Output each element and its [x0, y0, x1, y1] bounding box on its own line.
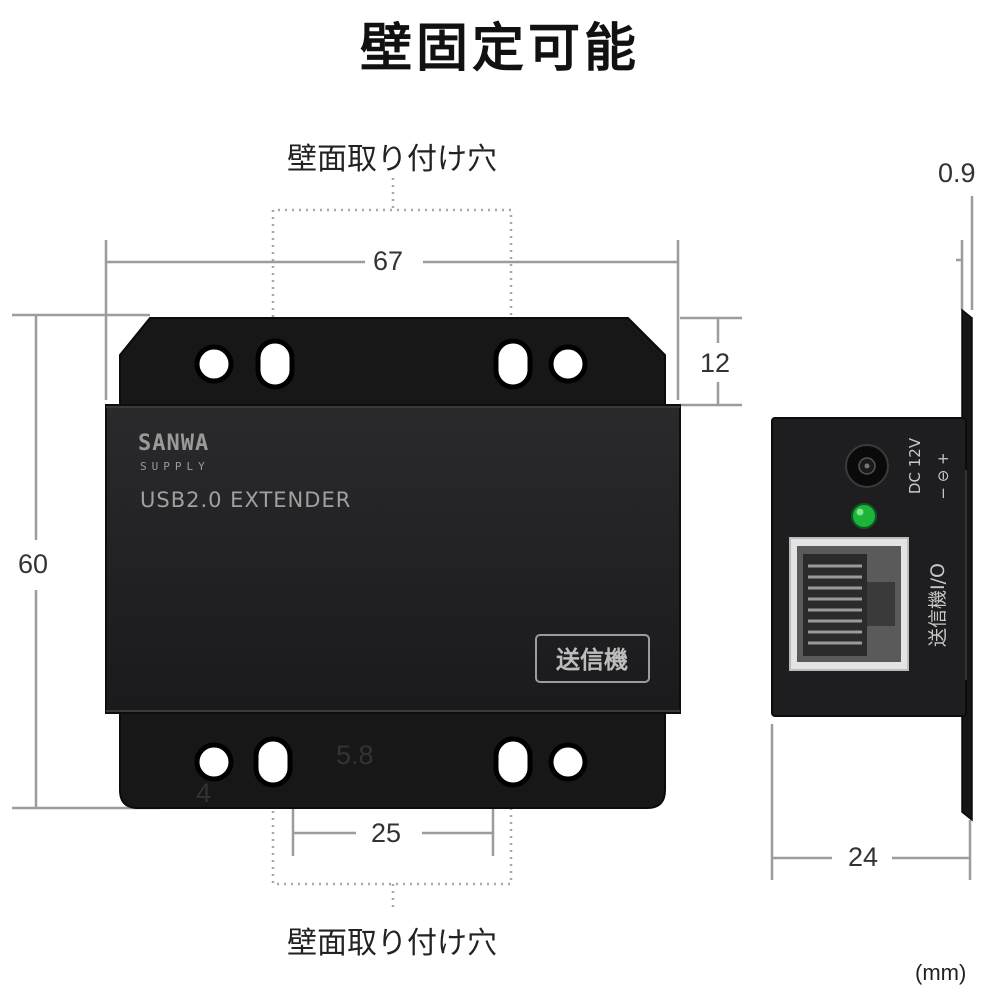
dc-polarity-icon: − ⊖ +	[934, 452, 952, 499]
power-jack-icon	[845, 444, 889, 488]
dim-slot-4: 4	[196, 778, 212, 808]
device-body	[105, 404, 681, 714]
power-label: DC 12V	[906, 437, 924, 494]
led-indicator-icon	[851, 503, 877, 529]
dim-thickness-0-9: 0.9	[938, 158, 976, 188]
bottom-mounting-hole-caption: 壁面取り付け穴	[287, 926, 497, 961]
badge-frame	[535, 634, 650, 683]
top-left-round-hole	[194, 344, 234, 384]
dim-pitch-25: 25	[371, 818, 402, 848]
model-name: USB2.0 EXTENDER	[140, 488, 351, 512]
top-right-slot-hole	[493, 338, 533, 390]
dim-flange-12: 12	[700, 348, 731, 378]
top-right-round-hole	[548, 344, 588, 384]
front-view: SANWA SUPPLY USB2.0 EXTENDER 送信機	[105, 317, 681, 809]
bottom-left-slot-hole	[253, 736, 293, 788]
port-label: 送信機I/O	[927, 563, 949, 647]
top-hole-leader	[271, 178, 513, 345]
transmitter-badge: 送信機	[556, 646, 628, 674]
brand-line1: SANWA	[138, 431, 209, 456]
top-mounting-hole-caption: 壁面取り付け穴	[287, 142, 497, 177]
rj45-port-icon	[789, 537, 909, 671]
bottom-hole-leader	[271, 790, 513, 912]
side-view: − ⊖ + DC 12V 送信機I/O	[771, 308, 973, 822]
bottom-right-round-hole	[548, 742, 588, 782]
svg-text:− ⊖ +: − ⊖ +	[934, 452, 952, 499]
dim-depth-24: 24	[848, 842, 879, 872]
top-left-slot-hole	[255, 338, 295, 390]
bottom-left-round-hole	[194, 742, 234, 782]
unit-label: (mm)	[915, 960, 967, 985]
brand-line2: SUPPLY	[140, 460, 210, 473]
dim-width-67: 67	[373, 246, 404, 276]
dimension-lines	[12, 196, 974, 880]
bottom-right-slot-hole	[493, 736, 533, 788]
dim-height-60: 60	[18, 549, 49, 579]
dim-slot-5-8: 5.8	[336, 740, 374, 770]
page-title: 壁固定可能	[359, 19, 640, 79]
